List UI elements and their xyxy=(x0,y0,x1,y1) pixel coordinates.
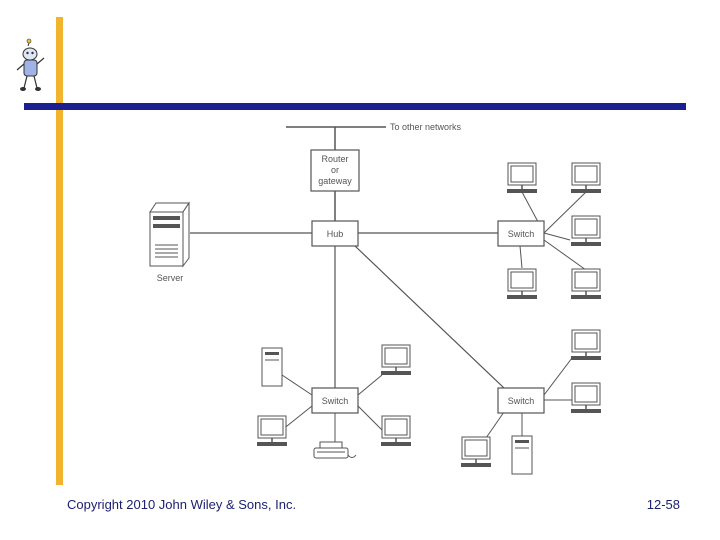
printer-icon xyxy=(313,441,357,459)
computer-icon xyxy=(460,436,492,468)
computer-icon xyxy=(506,162,538,194)
router-label-line3: gateway xyxy=(318,176,352,186)
switch-bottom-left: Switch xyxy=(311,387,359,414)
tower-icon xyxy=(261,347,283,387)
computer-icon xyxy=(570,215,602,247)
switch-bottom-right-label: Switch xyxy=(508,396,535,406)
computer-icon xyxy=(570,162,602,194)
computer-icon xyxy=(256,415,288,447)
switch-bottom-right: Switch xyxy=(497,387,545,414)
computer-icon xyxy=(380,415,412,447)
computer-icon xyxy=(570,268,602,300)
computer-icon xyxy=(570,382,602,414)
router-label-line2: or xyxy=(331,165,339,175)
hub-label: Hub xyxy=(327,229,344,239)
server-label: Server xyxy=(157,273,184,283)
hub-switch-bottom-right-link xyxy=(354,245,505,389)
tower-icon xyxy=(511,435,533,475)
switch-bottom-left-label: Switch xyxy=(322,396,349,406)
horizontal-accent-bar xyxy=(24,103,686,110)
to-other-networks-label: To other networks xyxy=(390,122,462,132)
switch-top-right-label: Switch xyxy=(508,229,535,239)
computer-icon xyxy=(380,344,412,376)
router-label-line1: Router xyxy=(321,154,348,164)
computer-icon xyxy=(506,268,538,300)
mascot-icon xyxy=(16,38,45,91)
hub: Hub xyxy=(311,220,359,247)
router-gateway: Router or gateway xyxy=(310,149,360,192)
copyright-footer: Copyright 2010 John Wiley & Sons, Inc. xyxy=(67,497,297,512)
page-number: 12-58 xyxy=(646,497,680,512)
server: Server xyxy=(149,201,190,283)
switch-top-right: Switch xyxy=(497,220,545,247)
computer-icon xyxy=(570,329,602,361)
vertical-accent-bar xyxy=(56,17,63,485)
